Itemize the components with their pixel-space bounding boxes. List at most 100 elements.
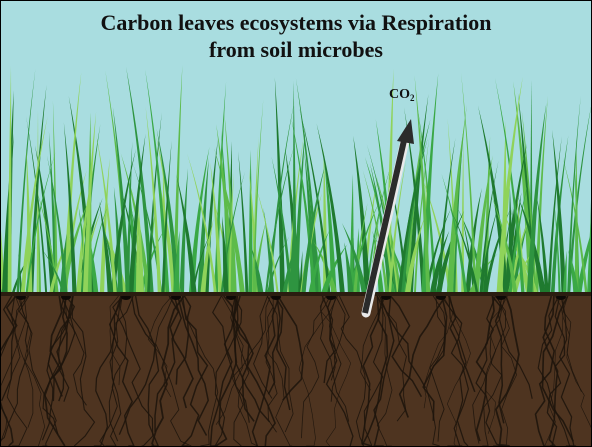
grass-blade [156,128,181,295]
grass-blade [483,207,511,295]
title-line-2: from soil microbes [209,37,383,62]
grass-blade [366,144,398,295]
root-strand [42,295,74,435]
grass-blade [536,194,549,295]
root-strand [390,295,423,398]
grass-blade [483,136,491,295]
grass-blade [369,162,393,295]
grass-blade [7,65,12,295]
grass-blade [82,112,97,295]
root-strand [267,295,294,433]
grass-blade [429,230,450,295]
grass-blade [48,233,72,295]
upward-arrow-icon [397,119,414,144]
root-strand [363,295,384,446]
grass-blade [398,119,431,295]
root-strand [423,295,454,409]
grass-blade [567,95,581,295]
grass-blade [417,105,437,295]
grass-blade [453,135,464,295]
grass-blade [574,138,579,295]
grass-blade [494,77,525,295]
grass-blade [567,106,591,295]
root-strand [323,295,337,384]
grass-blade [252,221,266,295]
root-strand [251,295,281,446]
grass-blade [547,136,562,295]
grass-blade [349,173,354,295]
root-strand [482,295,506,446]
root-strand [212,295,250,423]
grass-blade [36,187,59,295]
root-strand [58,295,76,402]
co2-label-subscript: 2 [410,93,415,103]
grass-blade [176,174,197,295]
grass-blade [60,200,89,295]
grass-blade [254,183,279,295]
root-strand [300,295,331,439]
grass-blade [473,155,493,295]
grass-blade [46,155,68,295]
root-strand [47,295,76,402]
root-strand [71,295,96,446]
root-strand [1,295,18,446]
root-strand [448,295,476,393]
root-strand [398,295,447,418]
grass-blade [502,211,532,295]
root-strand [321,295,354,446]
root-strand [233,295,277,446]
root-strand [151,295,185,446]
grass-blade [35,145,56,295]
grass-blade [145,69,170,295]
root-strand [320,295,352,446]
co2-label: CO2 [389,87,415,103]
grass-blade [301,162,326,295]
root-strand [179,295,219,446]
grass-blade [483,240,489,295]
co2-label-base: CO [389,87,410,102]
grass-blade [26,116,48,295]
soil-surface-line [1,292,591,296]
grass-blade [112,106,131,295]
grass-blade [126,66,154,295]
grass-blade [224,111,237,295]
grass-blade [316,123,345,295]
root-strand [108,295,134,442]
grass-blade [210,162,223,295]
grass-blade [404,107,426,295]
root-strand [112,295,154,446]
root-strand [447,295,470,446]
grass-blade [304,151,317,295]
grass-blade [424,206,452,295]
grass-blade [75,155,96,295]
grass-blade [535,95,548,295]
grass-blade [59,233,67,295]
root-strand [253,295,273,399]
grass-blade [344,242,354,295]
root-strand [41,295,70,441]
grass-blade [16,68,36,295]
grass-blade [63,122,77,295]
grass-blade [479,203,500,295]
root-strand [155,295,192,446]
grass-blade [99,158,110,295]
grass-blade [156,171,177,295]
grass-blade [161,140,172,295]
grass-blade [554,203,561,295]
root-strand [215,295,244,425]
root-strand [475,295,495,442]
grass-blade [568,249,580,295]
title-line-1: Carbon leaves ecosystems via Respiration [100,10,492,35]
root-strand [360,295,387,391]
root-strand [177,295,210,436]
root-strand [168,295,194,409]
root-strand [234,295,271,423]
grass-blade [353,202,368,295]
root-strand [1,295,16,358]
grass-blade [110,148,137,295]
grass-blade [479,160,499,295]
root-strand [376,295,393,446]
grass-blade [441,173,468,295]
grass-blade [173,230,180,295]
